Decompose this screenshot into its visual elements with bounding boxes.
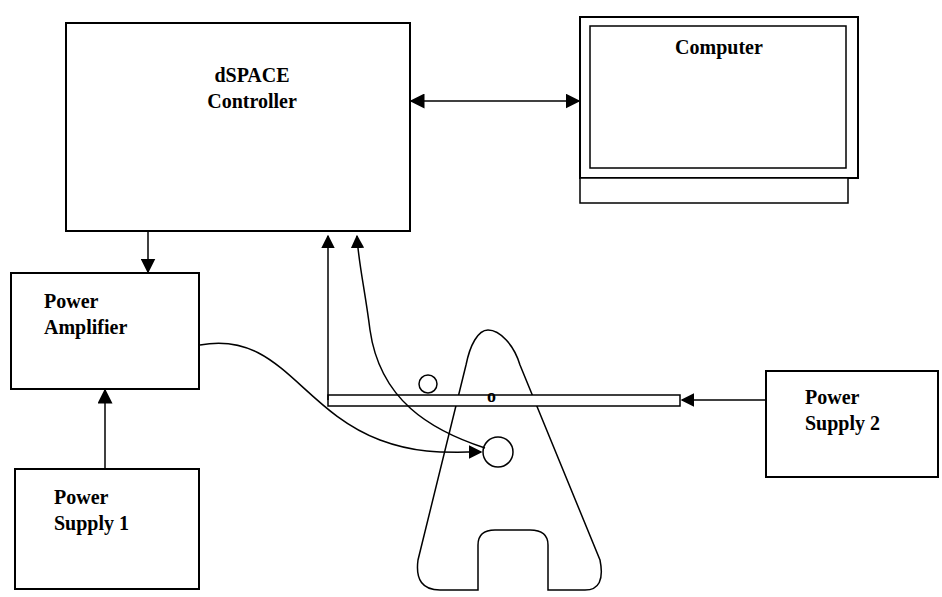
power-supply-box: Power Supply 1 (14, 468, 200, 590)
node-label: Computer (639, 34, 799, 60)
ball (419, 375, 437, 393)
support-frame (417, 330, 601, 590)
amplifier-box: Power Amplifier (10, 272, 200, 390)
sensor-wire (327, 236, 329, 400)
node-label: Power Amplifier (44, 288, 164, 340)
beam (328, 395, 680, 406)
signal-arrow (104, 390, 106, 468)
signal-arrow (411, 100, 579, 102)
signal-arrow (147, 232, 149, 272)
controller-box: dSPACE Controller (65, 22, 411, 232)
power-supply-box: Power Supply 2 (765, 370, 939, 478)
encoder-wire (357, 236, 485, 448)
node-label: Power Supply 1 (54, 484, 164, 536)
computer-monitor: Computer (579, 16, 859, 205)
pivot-mark: o (487, 386, 496, 407)
node-label: Power Supply 2 (805, 384, 915, 436)
motor-wire (200, 343, 481, 452)
supply-wire (682, 399, 765, 401)
node-label: dSPACE Controller (177, 62, 327, 114)
motor (483, 437, 513, 467)
